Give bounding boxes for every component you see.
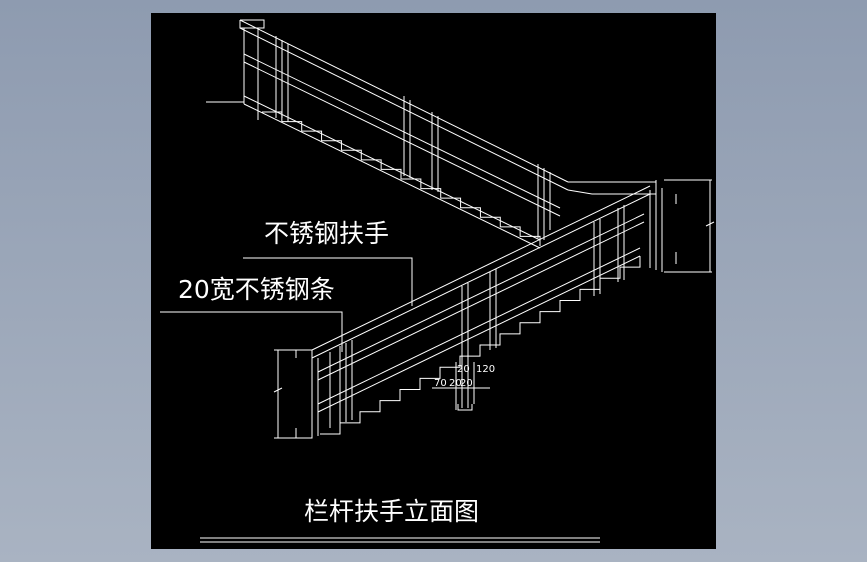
profile-dimension — [432, 362, 490, 411]
right-dimension — [664, 179, 715, 273]
handrail-label: 不锈钢扶手 — [264, 219, 389, 248]
dim-120: 120 — [476, 364, 495, 375]
dim-20-c: 20 — [457, 364, 470, 375]
landing-rail — [567, 180, 663, 272]
lower-flight-handrail — [304, 185, 651, 439]
leader-lines — [160, 101, 413, 352]
linework — [160, 19, 715, 543]
lower-flight-steps — [320, 256, 641, 435]
bar-label: 20宽不锈钢条 — [178, 275, 335, 304]
cad-viewport[interactable] — [151, 13, 716, 549]
stair-step-outline — [320, 256, 641, 435]
upper-flight-handrail — [239, 19, 569, 249]
left-dimension — [273, 349, 306, 439]
dim-20-b: 20 — [460, 378, 473, 389]
dim-20-a: 20 — [449, 378, 462, 389]
dim-70: 70 — [434, 378, 447, 389]
drawing-title: 栏杆扶手立面图 — [304, 497, 479, 526]
